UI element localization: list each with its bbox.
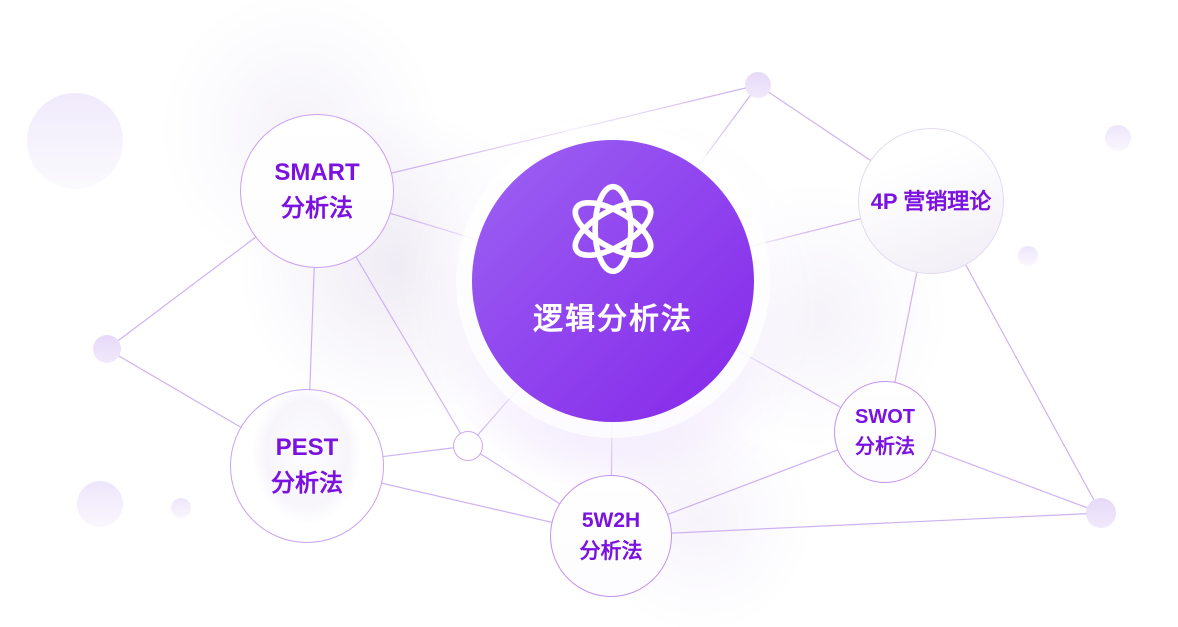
decor-bubble-right-mid xyxy=(1018,246,1038,266)
node-4p-title: 4P 营销理论 xyxy=(870,188,992,214)
junction-circle xyxy=(453,431,483,461)
node-swot: SWOT 分析法 xyxy=(834,381,936,483)
node-5w2h-subtitle: 分析法 xyxy=(579,540,643,563)
decor-bubble-bottom-left xyxy=(77,481,123,527)
hub-node: 逻辑分析法 xyxy=(472,140,754,422)
node-5w2h-title: 5W2H xyxy=(581,508,641,532)
node-smart-subtitle: 分析法 xyxy=(281,195,353,222)
node-5w2h: 5W2H 分析法 xyxy=(550,475,672,597)
node-pest: PEST 分析法 xyxy=(230,389,384,543)
decor-bubble-top-left xyxy=(27,93,123,189)
node-smart: SMART 分析法 xyxy=(240,114,394,268)
vertex-dot-bottom-right xyxy=(1086,498,1116,528)
node-4p: 4P 营销理论 xyxy=(858,128,1004,274)
node-swot-title: SWOT xyxy=(855,406,915,428)
node-pest-subtitle: 分析法 xyxy=(271,470,343,497)
hub-label: 逻辑分析法 xyxy=(533,303,693,336)
node-swot-subtitle: 分析法 xyxy=(855,436,915,458)
node-pest-title: PEST xyxy=(275,434,339,461)
node-smart-title: SMART xyxy=(274,159,360,186)
decor-bubble-bottom-left-small xyxy=(171,498,191,518)
decor-bubble-right-top xyxy=(1105,125,1131,151)
vertex-dot-left xyxy=(93,335,121,363)
vertex-dot-top xyxy=(745,72,771,98)
atom-icon xyxy=(572,183,654,275)
